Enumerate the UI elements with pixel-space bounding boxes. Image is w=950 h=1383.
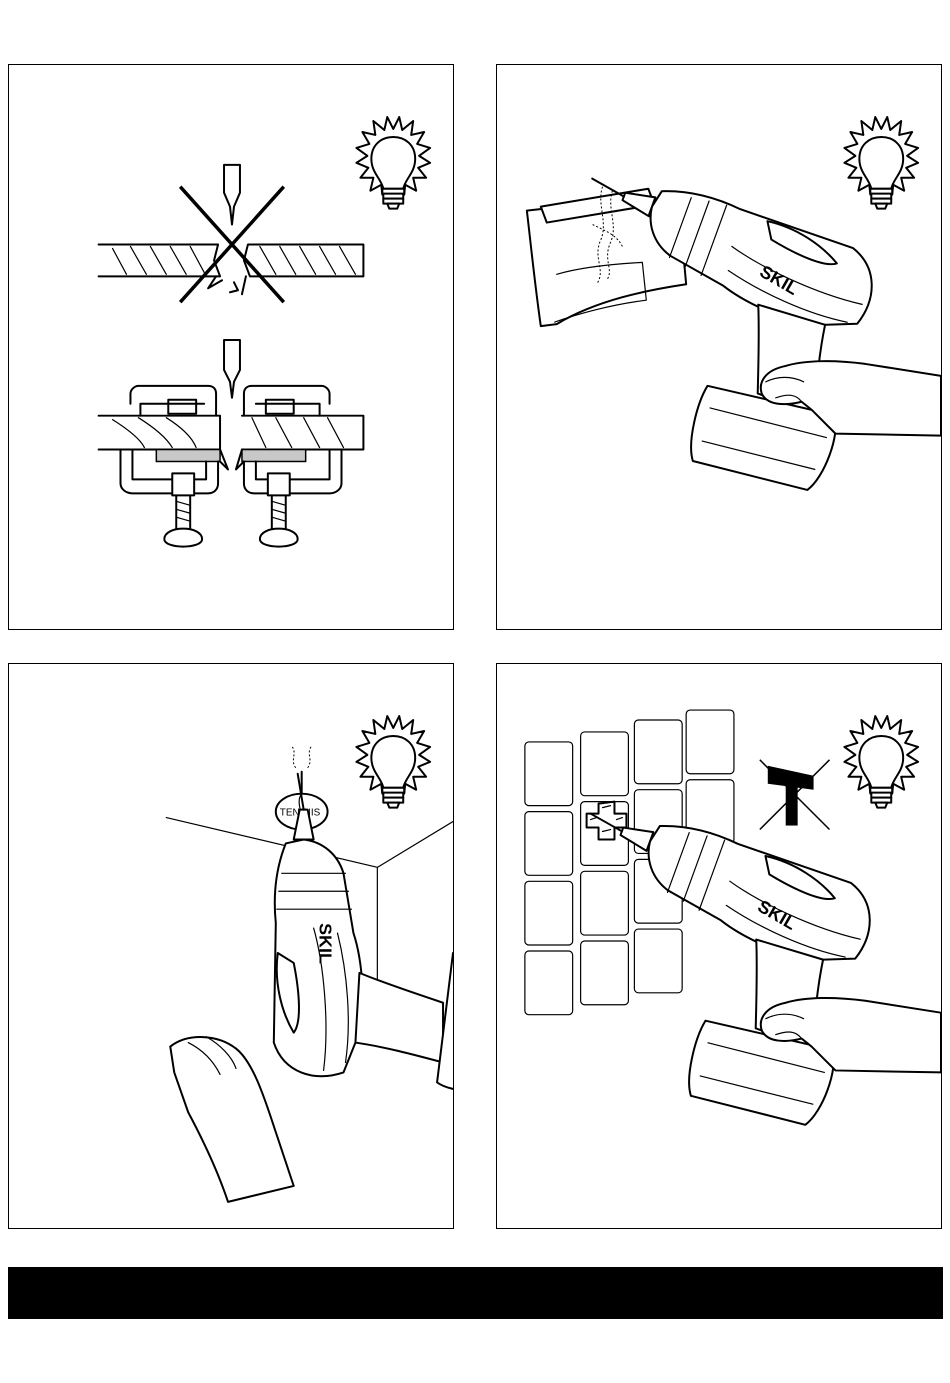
panel-drilling-with-dust-catcher: SKIL [496,64,942,630]
lightbulb-tip-icon [844,716,918,808]
hand [170,1037,293,1202]
clamped-wood-board [99,416,364,470]
panel-drilling-tiles-no-hammer: SKIL [496,663,942,1229]
drill-bit-icon [224,340,240,398]
c-clamp-icon [244,386,342,547]
drill-bit-icon [224,165,240,225]
brand-label: SKIL [316,923,336,964]
panel-drilling-ceiling-with-ball: TEN NIS SKIL [8,663,454,1229]
clamped-wood-illustration [9,65,453,629]
cordless-drill-icon: SKIL [274,774,453,1092]
panel-clamped-wood-drilling [8,64,454,630]
ceiling-drilling-illustration: TEN NIS SKIL [9,664,453,1228]
tile-drilling-illustration: SKIL [497,664,941,1228]
no-hammer-icon [760,760,830,830]
ball-label-left: TEN [280,808,300,819]
lightbulb-tip-icon [356,716,430,808]
lightbulb-tip-icon [356,117,430,209]
footer-bar [8,1267,943,1319]
lightbulb-tip-icon [844,117,918,209]
dust-catcher-illustration: SKIL [497,65,941,629]
c-clamp-icon [120,386,218,547]
unsupported-wood-board [99,244,364,294]
cordless-drill-icon: SKIL [511,791,897,1139]
